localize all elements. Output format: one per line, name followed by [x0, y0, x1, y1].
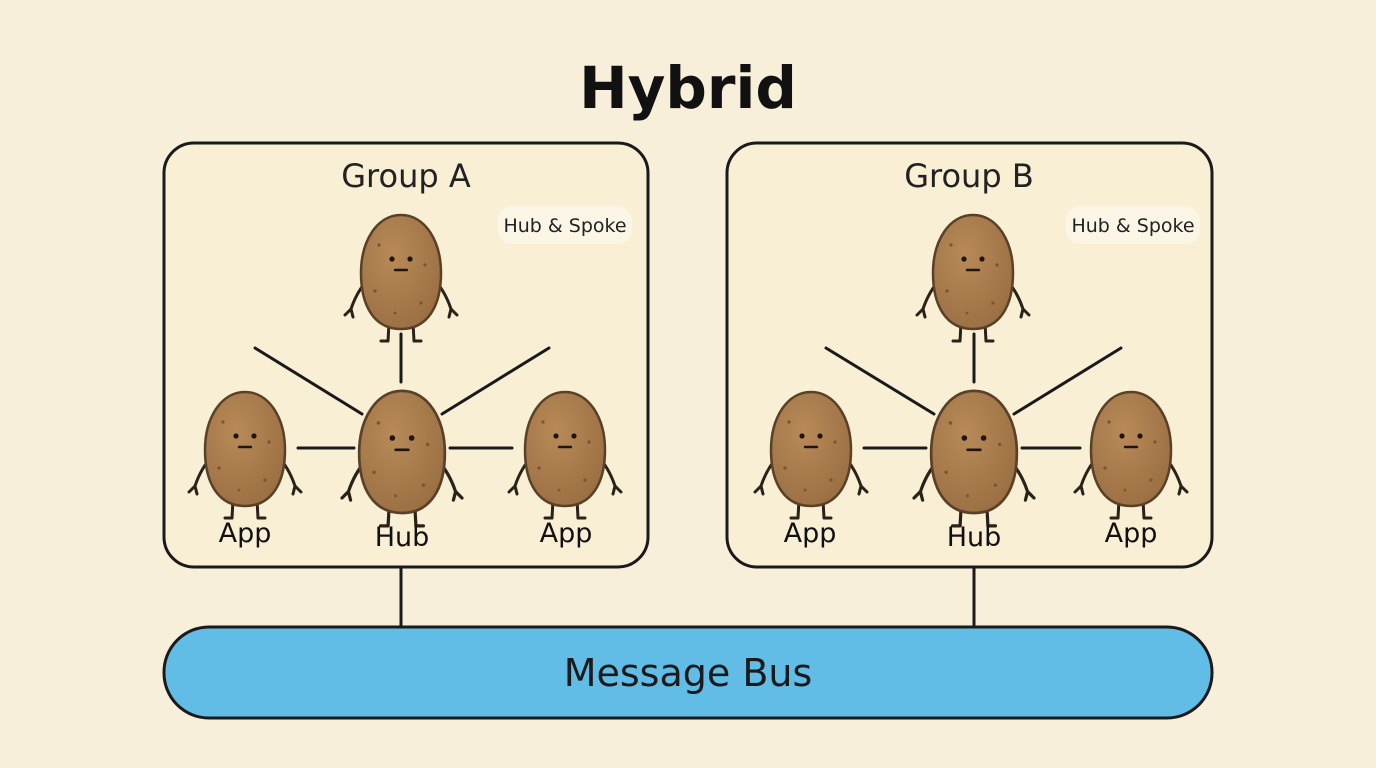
group-b-right-app-label: App	[1105, 518, 1158, 549]
group-a-badge-label: Hub & Spoke	[503, 215, 626, 237]
message-bus-bar	[162, 625, 1214, 720]
group-b-badge	[1066, 206, 1200, 244]
group-b-badge-label: Hub & Spoke	[1071, 215, 1194, 237]
message-bus-label: Message Bus	[564, 651, 813, 695]
group-a: Group A Hub & Spoke App Hub App	[162, 141, 650, 569]
message-bus: Message Bus	[162, 625, 1214, 720]
group-b-spokes	[824, 332, 1123, 450]
group-a-title: Group A	[341, 157, 471, 195]
group-b-left-app-label: App	[784, 518, 837, 549]
group-b-hub-label: Hub	[947, 522, 1002, 553]
group-a-right-app-label: App	[540, 518, 593, 549]
group-a-badge	[498, 206, 632, 244]
group-a-left-app-label: App	[219, 518, 272, 549]
group-b-title: Group B	[904, 157, 1034, 195]
group-a-spokes	[253, 332, 551, 450]
group-b: Group B Hub & Spoke App Hub App	[725, 141, 1214, 569]
diagram-title: Hybrid	[579, 54, 797, 122]
group-a-hub-label: Hub	[375, 522, 430, 553]
